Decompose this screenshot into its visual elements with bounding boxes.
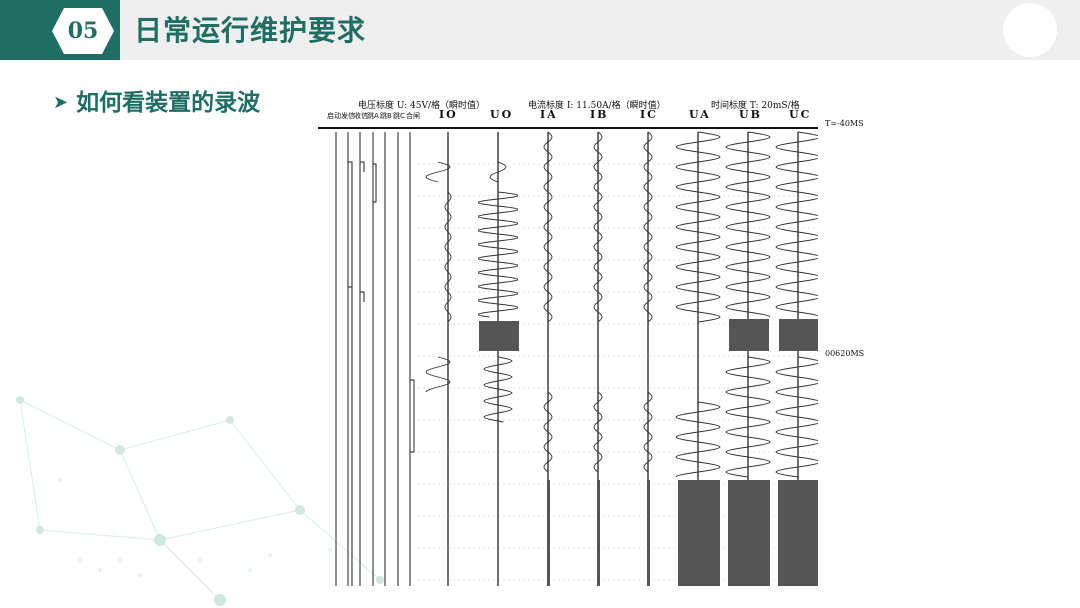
ua-trace <box>675 131 721 323</box>
switch-label: 跳B <box>380 112 392 120</box>
switch-label: 启动 <box>327 112 341 120</box>
saturated-trace-block <box>728 480 770 586</box>
time-scale-label: 时间标度 T: 20mS/格 <box>711 101 800 111</box>
channel-label-uo: UO <box>490 108 514 121</box>
saturated-trace-block <box>647 480 650 586</box>
uo-trace <box>478 191 518 318</box>
channel-label-ib: IB <box>590 108 609 121</box>
background-network-decoration <box>16 396 384 606</box>
uc-trace <box>775 356 818 478</box>
channel-label-io: IO <box>439 108 458 121</box>
ia-trace <box>543 131 553 323</box>
switch-label: 发信 <box>341 112 355 120</box>
ub-trace <box>725 131 771 318</box>
section-subtitle: ➤ 如何看装置的录波 <box>53 86 260 120</box>
saturated-trace-block <box>597 480 600 586</box>
time-mark-label: 00620MS <box>825 349 865 358</box>
ia-trace <box>543 391 553 473</box>
io-trace <box>425 161 451 183</box>
saturated-trace-block <box>547 480 550 586</box>
decor-circle <box>1003 3 1057 57</box>
channel-label-ia: IA <box>540 108 558 121</box>
saturated-trace-block <box>678 480 720 586</box>
switch-label: 收信 <box>354 112 368 120</box>
saturated-trace-block <box>479 321 519 351</box>
ua-trace <box>675 401 721 478</box>
saturated-trace-block <box>779 319 818 351</box>
uo-trace <box>489 161 507 183</box>
page-title: 日常运行维护要求 <box>134 14 367 47</box>
channel-label-ua: UA <box>689 108 711 121</box>
io-trace <box>444 191 452 323</box>
channel-label-uc: UC <box>789 108 812 121</box>
uo-trace <box>483 356 513 423</box>
ib-trace <box>593 131 603 323</box>
switch-label: 合闸 <box>406 112 420 120</box>
current-scale-label: 电流标度 I: 11.50A/格（瞬时值） <box>528 101 666 111</box>
switch-label: 跳A <box>367 112 379 120</box>
section-badge-shape <box>52 8 114 54</box>
channel-label-ub: UB <box>739 108 762 121</box>
ub-trace <box>725 356 771 478</box>
ic-trace <box>643 391 653 473</box>
waveform-plot <box>318 127 818 586</box>
header-bar <box>0 0 1080 60</box>
ic-trace <box>643 131 653 323</box>
ib-trace <box>593 391 603 473</box>
chevron-right-icon: ➤ <box>53 92 69 113</box>
channel-label-ic: IC <box>640 108 658 121</box>
uc-trace <box>775 131 818 317</box>
fault-waveform-figure: 电压标度 U: 45V/格（瞬时值） 电流标度 I: 11.50A/格（瞬时值）… <box>318 92 878 592</box>
subtitle-text: 如何看装置的录波 <box>76 90 261 116</box>
voltage-scale-label: 电压标度 U: 45V/格（瞬时值） <box>358 101 486 111</box>
saturated-trace-block <box>729 319 769 351</box>
time-start-label: T=-40MS <box>825 119 864 128</box>
io-trace <box>425 356 451 393</box>
section-number: 05 <box>67 18 99 44</box>
switch-label: 跳C <box>393 112 405 120</box>
saturated-trace-block <box>778 480 818 586</box>
